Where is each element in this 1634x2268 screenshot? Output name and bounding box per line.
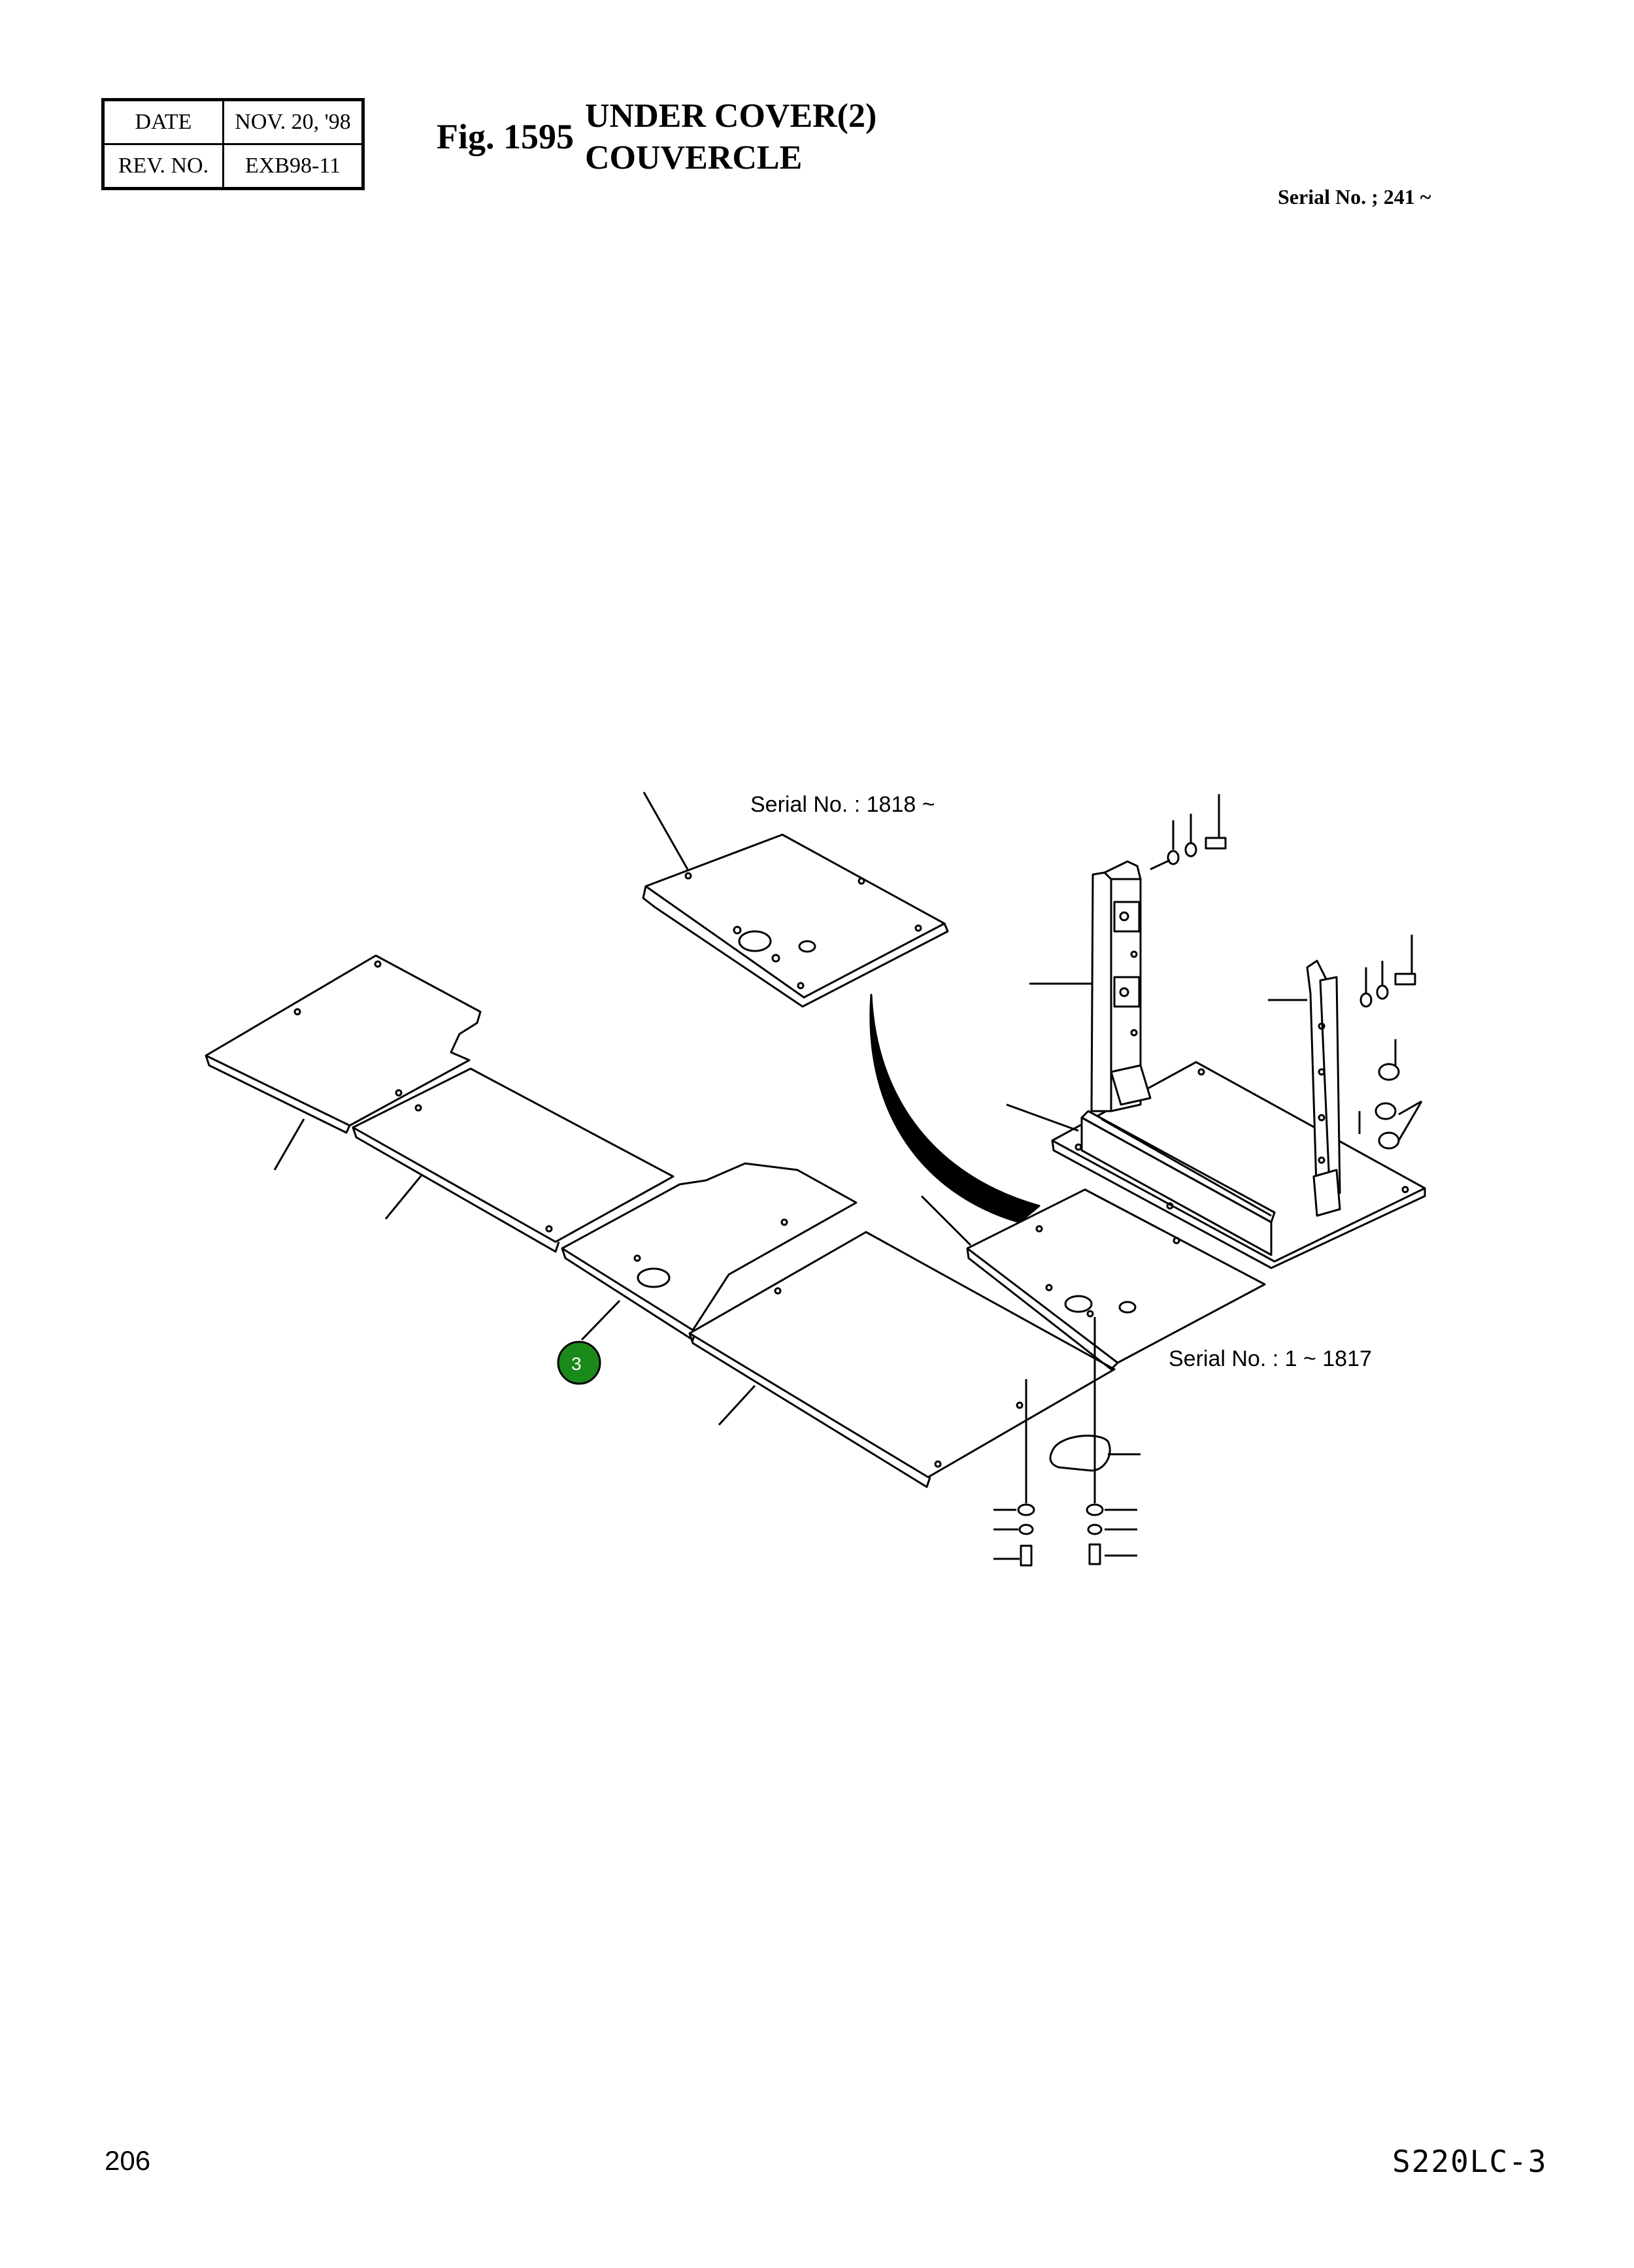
assembly-arrow bbox=[869, 993, 1041, 1224]
title-english: UNDER COVER(2) bbox=[585, 97, 877, 135]
bottom-bolt-set-2 bbox=[1086, 1317, 1137, 1565]
left-upright-bracket bbox=[1029, 860, 1152, 1112]
left-cover-plate-1 bbox=[205, 954, 482, 1171]
model-code: S220LC-3 bbox=[1392, 2144, 1548, 2179]
rev-label: REV. NO. bbox=[102, 143, 224, 190]
top-cover-plate bbox=[642, 792, 949, 1008]
title-french: COUVERCLE bbox=[585, 139, 803, 176]
right-upright-bracket bbox=[1268, 959, 1341, 1217]
top-bolt-set-2 bbox=[1359, 935, 1416, 1008]
date-value: NOV. 20, '98 bbox=[222, 99, 364, 145]
support-beam bbox=[1006, 1103, 1276, 1256]
right-lower-plate bbox=[920, 1188, 1266, 1371]
figure-number: Fig. 1595 bbox=[437, 117, 574, 156]
left-cover-plate-2 bbox=[352, 1067, 675, 1253]
serial-label-bottom: Serial No. : 1 ~ 1817 bbox=[1169, 1346, 1372, 1371]
top-bolt-set-1 bbox=[1150, 794, 1227, 871]
revision-table: DATE NOV. 20, '98 REV. NO. EXB98-11 bbox=[101, 98, 365, 190]
page-number: 206 bbox=[105, 2145, 151, 2176]
callout-3-number: 3 bbox=[571, 1354, 582, 1374]
serial-label-top: Serial No. : 1818 ~ bbox=[750, 792, 935, 817]
callout-3[interactable]: 3 bbox=[557, 1341, 601, 1385]
bottom-bolt-set-1 bbox=[993, 1379, 1035, 1567]
serial-range: Serial No. ; 241 ~ bbox=[1278, 185, 1431, 208]
date-label: DATE bbox=[102, 99, 224, 145]
rev-value: EXB98-11 bbox=[222, 143, 364, 190]
side-nuts bbox=[1358, 1039, 1423, 1150]
bottom-cover-plate bbox=[688, 1231, 1116, 1488]
